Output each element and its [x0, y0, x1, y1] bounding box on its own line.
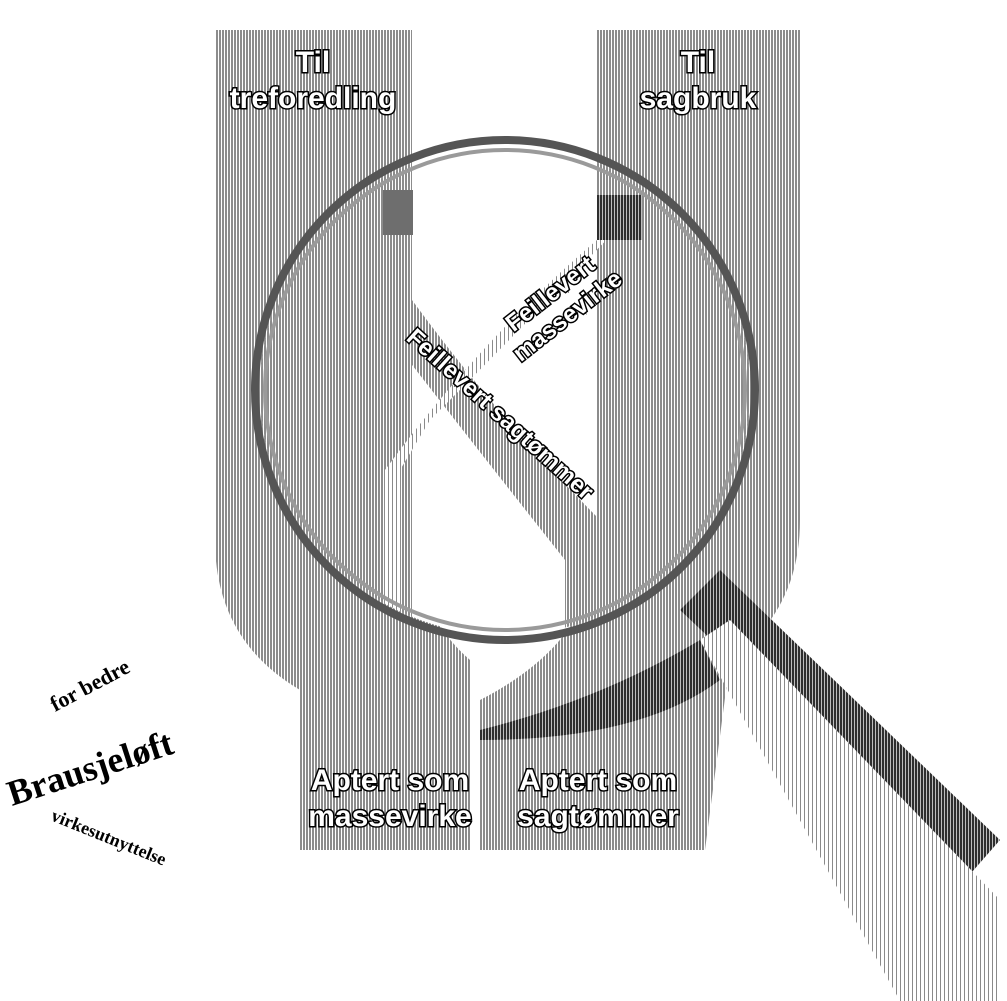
- brausjeloft-badge: for bedre Brausjeløft virkesutnyttelse: [2, 654, 178, 870]
- label-massevirke-bottom: massevirke: [308, 800, 471, 833]
- label-aptert-left: Aptert som: [311, 764, 469, 797]
- label-sagbruk: sagbruk: [640, 82, 757, 115]
- label-aptert-right: Aptert som: [519, 764, 677, 797]
- label-til-left: Til: [296, 46, 330, 79]
- label-sagtommer-bottom: sagtømmer: [517, 800, 679, 833]
- badge-bottom-text: virkesutnyttelse: [49, 805, 170, 869]
- lens-edge-left: [383, 190, 413, 235]
- lens-edge-right: [597, 195, 642, 240]
- badge-top-text: for bedre: [46, 654, 134, 717]
- label-til-right: Til: [681, 46, 715, 79]
- badge-main-text: Brausjeløft: [2, 722, 178, 813]
- label-treforedling: treforedling: [230, 82, 397, 115]
